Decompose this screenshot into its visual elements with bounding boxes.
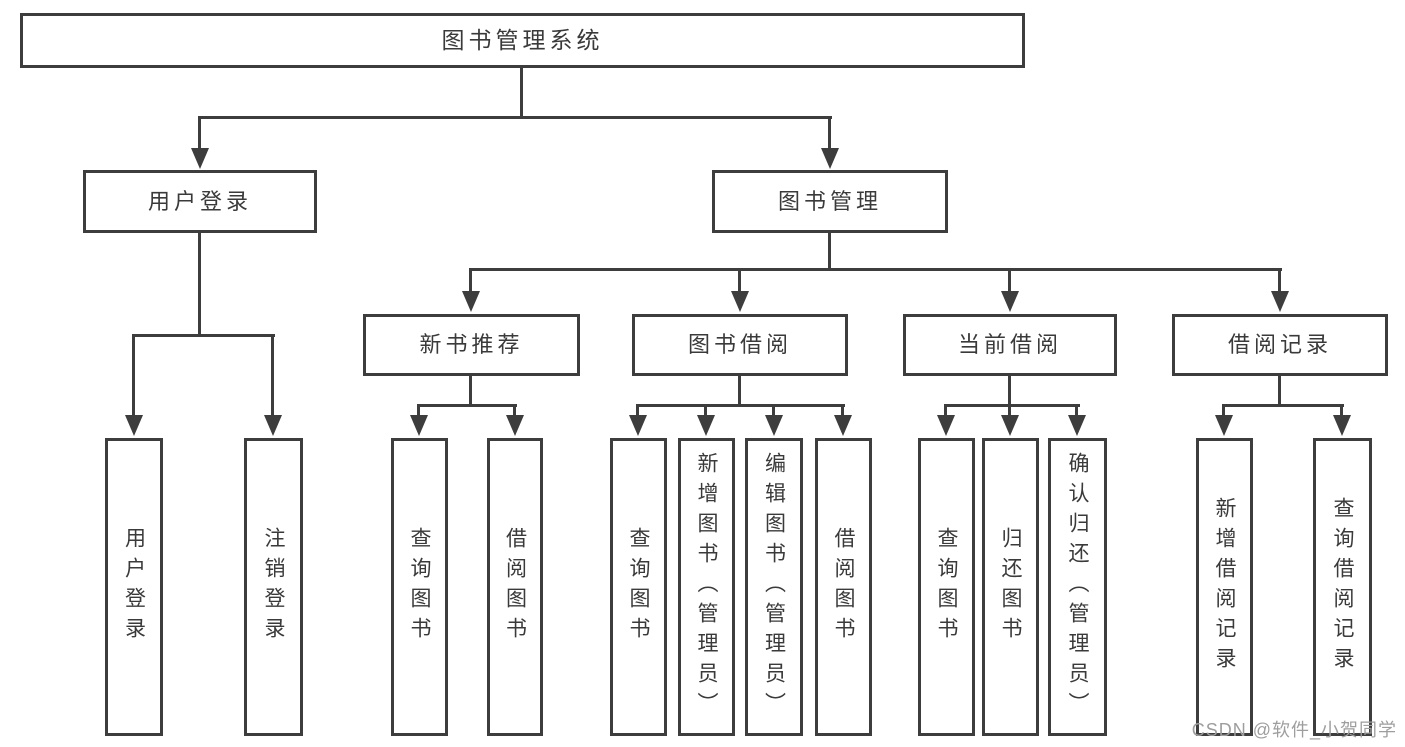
drop-line bbox=[944, 404, 947, 418]
node-book-management-label: 图书管理 bbox=[777, 188, 882, 214]
leaf-borrow-books-borrowing: 借阅图书 bbox=[815, 438, 872, 736]
leaf-borrow-books-recommend: 借阅图书 bbox=[487, 438, 543, 736]
arrow-down-icon bbox=[834, 415, 852, 436]
connector-line bbox=[198, 116, 832, 119]
drop-line bbox=[841, 404, 844, 418]
drop-line bbox=[417, 404, 420, 418]
trunk-line bbox=[198, 232, 201, 336]
leaf-borrow-books-borrowing-label: 借阅图书 bbox=[832, 527, 855, 647]
arrow-down-icon bbox=[410, 415, 428, 436]
connector-line bbox=[944, 404, 1080, 407]
leaf-query-borrow-record-label: 查询借阅记录 bbox=[1331, 497, 1354, 677]
leaf-add-borrow-record: 新增借阅记录 bbox=[1196, 438, 1253, 736]
leaf-query-books-recommend-label: 查询图书 bbox=[408, 527, 431, 647]
arrow-down-icon bbox=[1001, 291, 1019, 312]
drop-line bbox=[513, 404, 516, 418]
leaf-query-books-recommend: 查询图书 bbox=[391, 438, 448, 736]
node-borrowing-records-label: 借阅记录 bbox=[1227, 332, 1332, 357]
node-root: 图书管理系统 bbox=[20, 13, 1025, 68]
drop-line bbox=[1340, 404, 1343, 418]
leaf-add-book-admin-label: 新增图书（管理员） bbox=[695, 452, 718, 722]
drop-line bbox=[704, 404, 707, 418]
drop-line bbox=[271, 334, 274, 418]
connector-line bbox=[132, 334, 275, 337]
leaf-confirm-return-admin-label: 确认归还（管理员） bbox=[1066, 452, 1089, 722]
leaf-query-books-current-label: 查询图书 bbox=[935, 527, 958, 647]
leaf-borrow-books-recommend-label: 借阅图书 bbox=[503, 527, 527, 647]
leaf-logout: 注销登录 bbox=[244, 438, 303, 736]
node-root-label: 图书管理系统 bbox=[441, 27, 604, 53]
trunk-line bbox=[828, 232, 831, 271]
node-book-borrowing: 图书借阅 bbox=[632, 314, 848, 376]
node-book-borrowing-label: 图书借阅 bbox=[687, 332, 792, 357]
drop-line bbox=[772, 404, 775, 418]
node-user-login-label: 用户登录 bbox=[147, 188, 252, 214]
drop-line bbox=[132, 334, 135, 418]
connector-line bbox=[636, 404, 845, 407]
node-book-management: 图书管理 bbox=[712, 170, 948, 233]
connector-line bbox=[1222, 404, 1344, 407]
leaf-query-books-borrowing: 查询图书 bbox=[610, 438, 667, 736]
leaf-return-book-label: 归还图书 bbox=[999, 527, 1022, 647]
trunk-line bbox=[1278, 375, 1281, 407]
arrow-down-icon bbox=[697, 415, 715, 436]
drop-line bbox=[636, 404, 639, 418]
arrow-down-icon bbox=[506, 415, 524, 436]
leaf-add-borrow-record-label: 新增借阅记录 bbox=[1213, 497, 1236, 677]
arrow-down-icon bbox=[629, 415, 647, 436]
arrow-down-icon bbox=[462, 291, 480, 312]
node-borrowing-records: 借阅记录 bbox=[1172, 314, 1388, 376]
node-current-borrowing: 当前借阅 bbox=[903, 314, 1117, 376]
leaf-user-login-label: 用户登录 bbox=[122, 527, 146, 647]
leaf-confirm-return-admin: 确认归还（管理员） bbox=[1048, 438, 1107, 736]
arrow-down-icon bbox=[1215, 415, 1233, 436]
drop-line bbox=[828, 116, 831, 152]
drop-line bbox=[198, 116, 201, 152]
arrow-down-icon bbox=[125, 415, 143, 436]
leaf-edit-book-admin: 编辑图书（管理员） bbox=[745, 438, 803, 736]
drop-line bbox=[1222, 404, 1225, 418]
arrow-down-icon bbox=[264, 415, 282, 436]
drop-line bbox=[1008, 404, 1011, 418]
leaf-edit-book-admin-label: 编辑图书（管理员） bbox=[762, 452, 786, 722]
connector-line bbox=[417, 404, 517, 407]
leaf-return-book: 归还图书 bbox=[982, 438, 1039, 736]
arrow-down-icon bbox=[937, 415, 955, 436]
drop-line bbox=[469, 268, 472, 295]
trunk-line bbox=[469, 375, 472, 407]
drop-line bbox=[1008, 268, 1011, 295]
node-new-book-recommend: 新书推荐 bbox=[363, 314, 580, 376]
node-new-book-recommend-label: 新书推荐 bbox=[419, 332, 524, 357]
drop-line bbox=[1075, 404, 1078, 418]
leaf-query-books-borrowing-label: 查询图书 bbox=[627, 527, 650, 647]
trunk-line bbox=[738, 375, 741, 407]
node-current-borrowing-label: 当前借阅 bbox=[957, 332, 1062, 357]
arrow-down-icon bbox=[1271, 291, 1289, 312]
arrow-down-icon bbox=[821, 148, 839, 169]
leaf-logout-label: 注销登录 bbox=[262, 527, 285, 647]
arrow-down-icon bbox=[191, 148, 209, 169]
node-user-login: 用户登录 bbox=[83, 170, 317, 233]
watermark: CSDN @软件_小贺同学 bbox=[1191, 720, 1397, 740]
arrow-down-icon bbox=[1068, 415, 1086, 436]
leaf-query-borrow-record: 查询借阅记录 bbox=[1313, 438, 1372, 736]
arrow-down-icon bbox=[765, 415, 783, 436]
arrow-down-icon bbox=[1333, 415, 1351, 436]
drop-line bbox=[1278, 268, 1281, 295]
connector-line bbox=[469, 268, 1282, 271]
arrow-down-icon bbox=[731, 291, 749, 312]
leaf-user-login: 用户登录 bbox=[105, 438, 163, 736]
leaf-add-book-admin: 新增图书（管理员） bbox=[678, 438, 735, 736]
leaf-query-books-current: 查询图书 bbox=[918, 438, 975, 736]
trunk-line bbox=[1008, 375, 1011, 407]
trunk-line bbox=[520, 68, 523, 118]
arrow-down-icon bbox=[1001, 415, 1019, 436]
drop-line bbox=[738, 268, 741, 295]
